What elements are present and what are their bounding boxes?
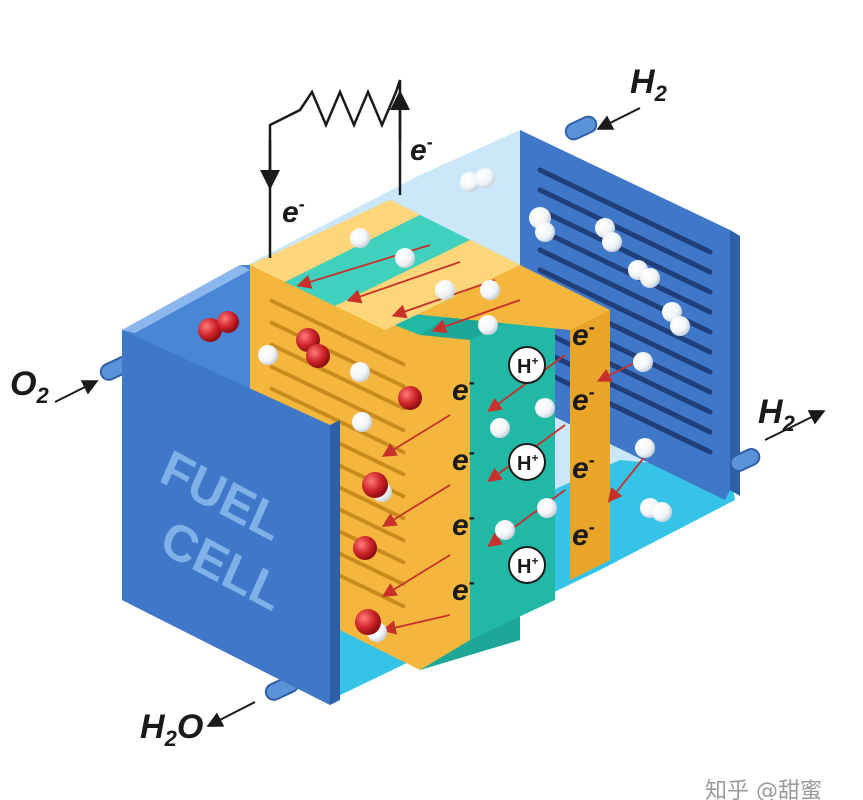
ion-flow-arrows: [296, 244, 651, 635]
flow-arrows: [54, 107, 826, 727]
proton-ion: H+: [508, 443, 546, 481]
electron-label: e-: [452, 372, 475, 407]
hydrogen-molecules: [258, 168, 690, 642]
proton-ion: H+: [508, 546, 546, 584]
anode-electrons: e- e- e- e-: [572, 317, 595, 552]
electron-label: e-: [452, 572, 475, 607]
circuit-arrows: [260, 90, 410, 190]
electron-label: e-: [572, 382, 595, 417]
cathode-electrons: e- e- e- e-: [452, 372, 475, 607]
circuit-electron-right: e-: [410, 132, 433, 167]
svg-text:H+: H+: [517, 354, 538, 378]
electron-label: e-: [572, 517, 595, 552]
label-h2o: H2O: [140, 708, 203, 751]
circuit-electron-left: e-: [282, 194, 305, 229]
fuel-cell-front-panel: FUEL CELL: [122, 265, 340, 705]
label-h2-out: H2: [758, 393, 796, 436]
electron-label: e-: [452, 507, 475, 542]
electron-label: e-: [452, 442, 475, 477]
label-o2: O2: [10, 365, 49, 408]
label-h2-in: H2: [630, 63, 668, 106]
proton-ion: H+: [508, 346, 546, 384]
svg-text:H+: H+: [517, 554, 538, 578]
electron-label: e-: [572, 317, 595, 352]
anode-layer: [335, 240, 610, 670]
electron-label: e-: [572, 450, 595, 485]
protons: H+ H+ H+: [508, 346, 546, 584]
oxygen-molecules: [198, 311, 422, 635]
external-circuit: [268, 79, 402, 258]
svg-text:H+: H+: [517, 451, 538, 475]
watermark: 知乎 @甜蜜: [705, 779, 822, 800]
